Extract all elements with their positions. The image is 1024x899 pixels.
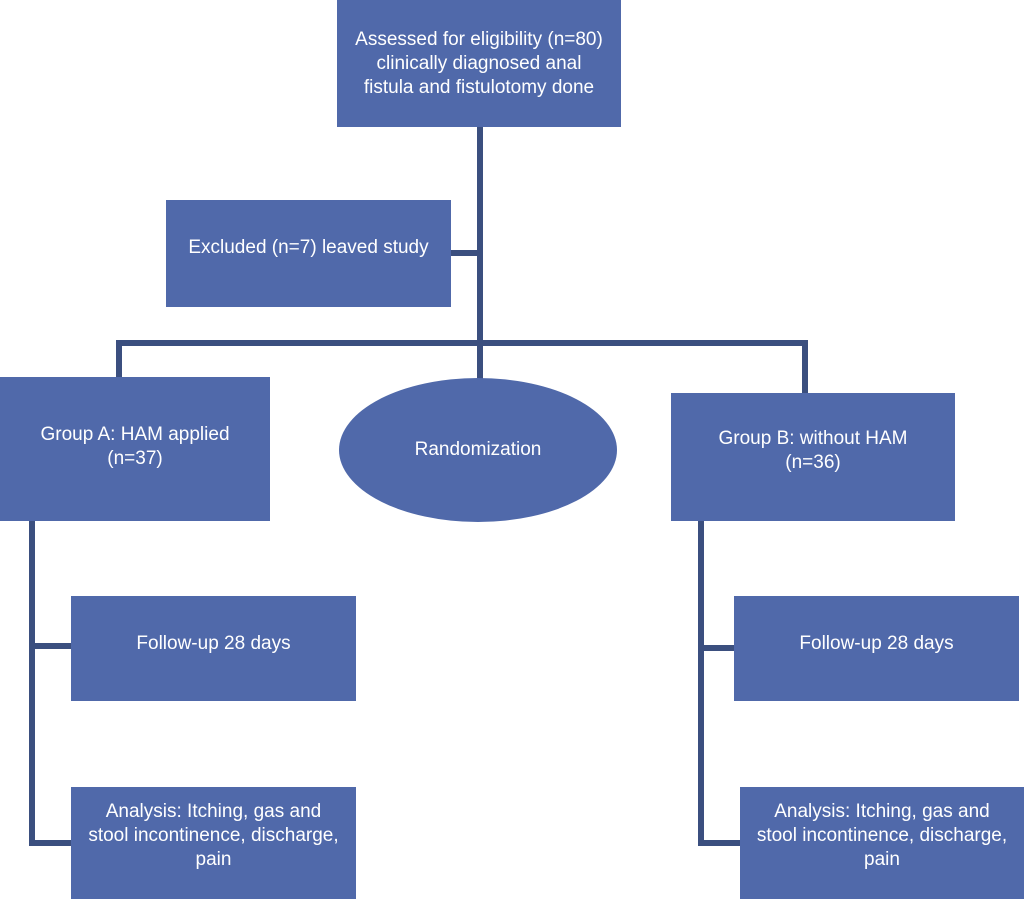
followup-b-label: Follow-up 28 days <box>799 632 954 654</box>
connector-analysis-b <box>698 840 741 846</box>
connector-group-a-vertical <box>29 520 35 846</box>
analysis-b-line-1: Analysis: Itching, gas and <box>774 801 990 822</box>
connector-branch-horizontal <box>116 340 808 346</box>
followup-a-label: Follow-up 28 days <box>136 632 291 654</box>
assessed-line-2: clinically diagnosed anal <box>376 52 582 74</box>
excluded-box: Excluded (n=7) leaved study <box>166 200 451 307</box>
analysis-b-line-3: pain <box>864 849 900 870</box>
connector-followup-a <box>29 643 72 649</box>
randomization-label: Randomization <box>414 439 542 460</box>
analysis-a-line-2: stool incontinence, discharge, <box>88 825 339 846</box>
connector-group-b-vertical <box>698 520 704 846</box>
assessed-eligibility-box: Assessed for eligibility (n=80) clinical… <box>337 0 621 127</box>
group-b-line-2: (n=36) <box>785 452 841 473</box>
connector-analysis-a <box>29 840 72 846</box>
analysis-a-line-3: pain <box>195 849 232 870</box>
analysis-b-box: Analysis: Itching, gas and stool inconti… <box>740 787 1024 899</box>
group-a-line-2: (n=37) <box>107 448 163 469</box>
connector-assessed-to-randomization <box>477 127 483 379</box>
connector-to-group-a <box>116 340 122 378</box>
analysis-a-box: Analysis: Itching, gas and stool inconti… <box>71 787 356 899</box>
analysis-b-line-2: stool incontinence, discharge, <box>756 825 1008 846</box>
assessed-line-3: fistula and fistulotomy done <box>363 76 595 98</box>
assessed-line-1: Assessed for eligibility (n=80) <box>355 28 603 50</box>
analysis-a-line-1: Analysis: Itching, gas and <box>105 801 322 822</box>
connector-to-group-b <box>802 340 808 394</box>
group-b-line-1: Group B: without HAM <box>718 428 908 449</box>
group-a-line-1: Group A: HAM applied <box>40 424 230 445</box>
excluded-label: Excluded (n=7) leaved study <box>188 236 429 258</box>
followup-b-box: Follow-up 28 days <box>734 596 1019 701</box>
connector-followup-b <box>698 645 735 651</box>
connector-excluded <box>450 250 480 256</box>
group-a-box: Group A: HAM applied (n=37) <box>0 377 270 521</box>
group-b-box: Group B: without HAM (n=36) <box>671 393 955 521</box>
followup-a-box: Follow-up 28 days <box>71 596 356 701</box>
randomization-ellipse: Randomization <box>339 378 617 522</box>
